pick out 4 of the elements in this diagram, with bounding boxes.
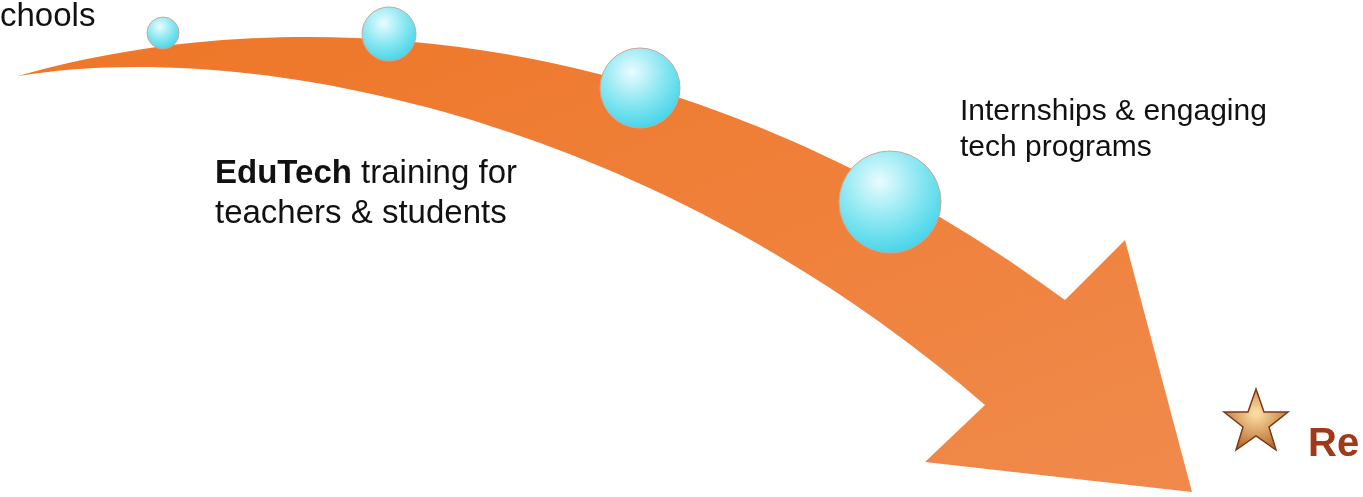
label-text: Internships & engaging tech programs (960, 92, 1268, 164)
heading-text: Re (1308, 419, 1360, 466)
label-text: EduTech training for teachers & students (215, 152, 518, 232)
label-text: chools (0, 0, 96, 34)
